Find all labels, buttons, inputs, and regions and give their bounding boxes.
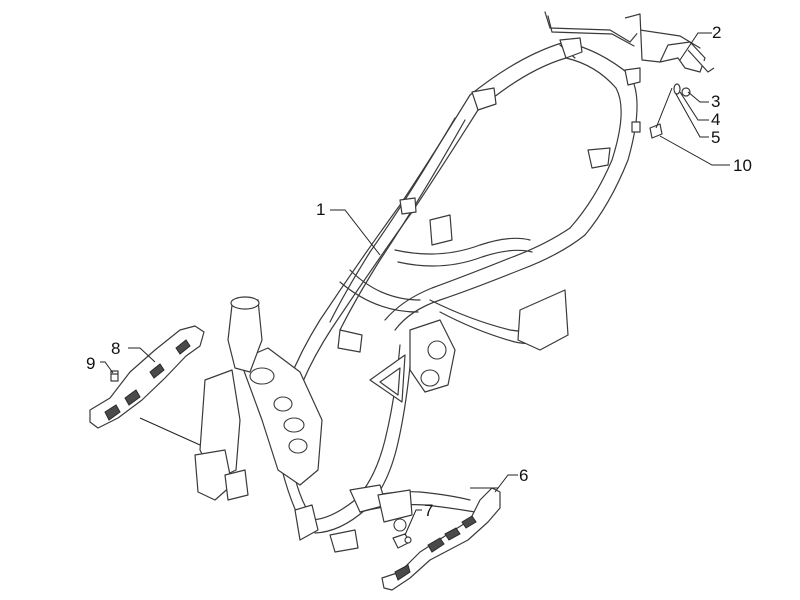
screw-part-9 xyxy=(110,370,119,382)
callout-10: 10 xyxy=(733,156,752,175)
footrest-bracket-part-6 xyxy=(381,487,501,591)
bolt-part-7 xyxy=(392,533,412,549)
callout-4: 4 xyxy=(711,110,720,129)
hardware-parts-3-4-5 xyxy=(631,83,691,139)
callout-8: 8 xyxy=(111,339,120,358)
callout-5: 5 xyxy=(711,128,720,147)
callout-labels: 1 2 3 4 5 6 7 8 9 10 xyxy=(86,23,752,520)
footrest-bracket-part-8 xyxy=(89,325,205,429)
leader-lines xyxy=(100,32,730,536)
rear-bracket-part-2 xyxy=(544,11,715,73)
callout-7: 7 xyxy=(424,501,433,520)
callout-3: 3 xyxy=(711,92,720,111)
scooter-frame xyxy=(194,37,641,553)
callout-1: 1 xyxy=(316,200,325,219)
callout-9: 9 xyxy=(86,354,95,373)
callout-6: 6 xyxy=(519,466,528,485)
callout-2: 2 xyxy=(712,23,721,42)
